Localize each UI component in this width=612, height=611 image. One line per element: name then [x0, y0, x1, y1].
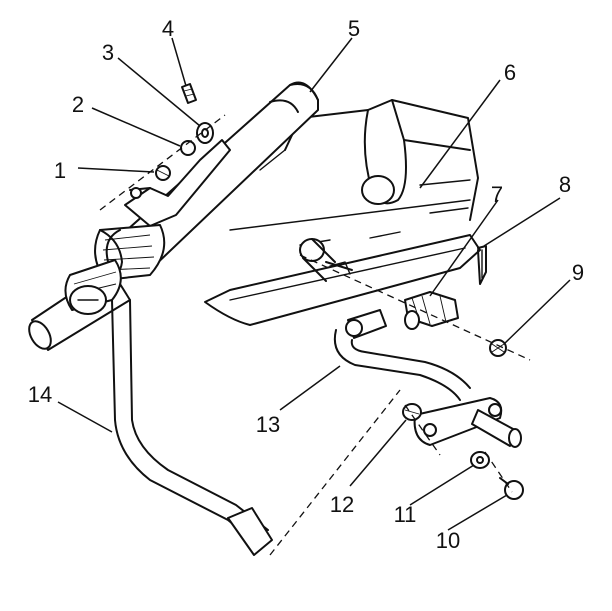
lower-end-plate — [413, 397, 522, 448]
bolt-part-10 — [504, 480, 524, 500]
callout-1: 1 — [54, 158, 66, 183]
callout-10: 10 — [436, 528, 460, 553]
callout-8: 8 — [559, 172, 571, 197]
steering-damper-rod — [299, 238, 353, 282]
stabilizer-bar — [111, 299, 273, 556]
callout-6: 6 — [504, 60, 516, 85]
cotter-pin-part-8 — [477, 245, 487, 285]
upper-tube — [117, 81, 319, 271]
callout-12: 12 — [330, 492, 354, 517]
callout-11: 11 — [394, 502, 417, 527]
link-rod — [333, 309, 471, 401]
callout-labels: 1 2 3 4 5 6 7 8 9 10 11 12 13 14 — [28, 16, 584, 553]
callout-4: 4 — [162, 16, 174, 41]
callout-leaders — [57, 37, 571, 531]
callout-7: 7 — [491, 182, 503, 207]
callout-9: 9 — [572, 260, 584, 285]
callout-2: 2 — [72, 92, 84, 117]
assembly-axis-lines — [99, 114, 531, 556]
frame-crossmember — [229, 99, 479, 231]
callout-5: 5 — [348, 16, 360, 41]
upper-clamp-assembly — [124, 139, 231, 227]
callout-13: 13 — [256, 412, 280, 437]
callout-14: 14 — [28, 382, 52, 407]
hardware-items — [155, 83, 524, 500]
bolt-part-4 — [181, 83, 197, 104]
callout-3: 3 — [102, 40, 114, 65]
